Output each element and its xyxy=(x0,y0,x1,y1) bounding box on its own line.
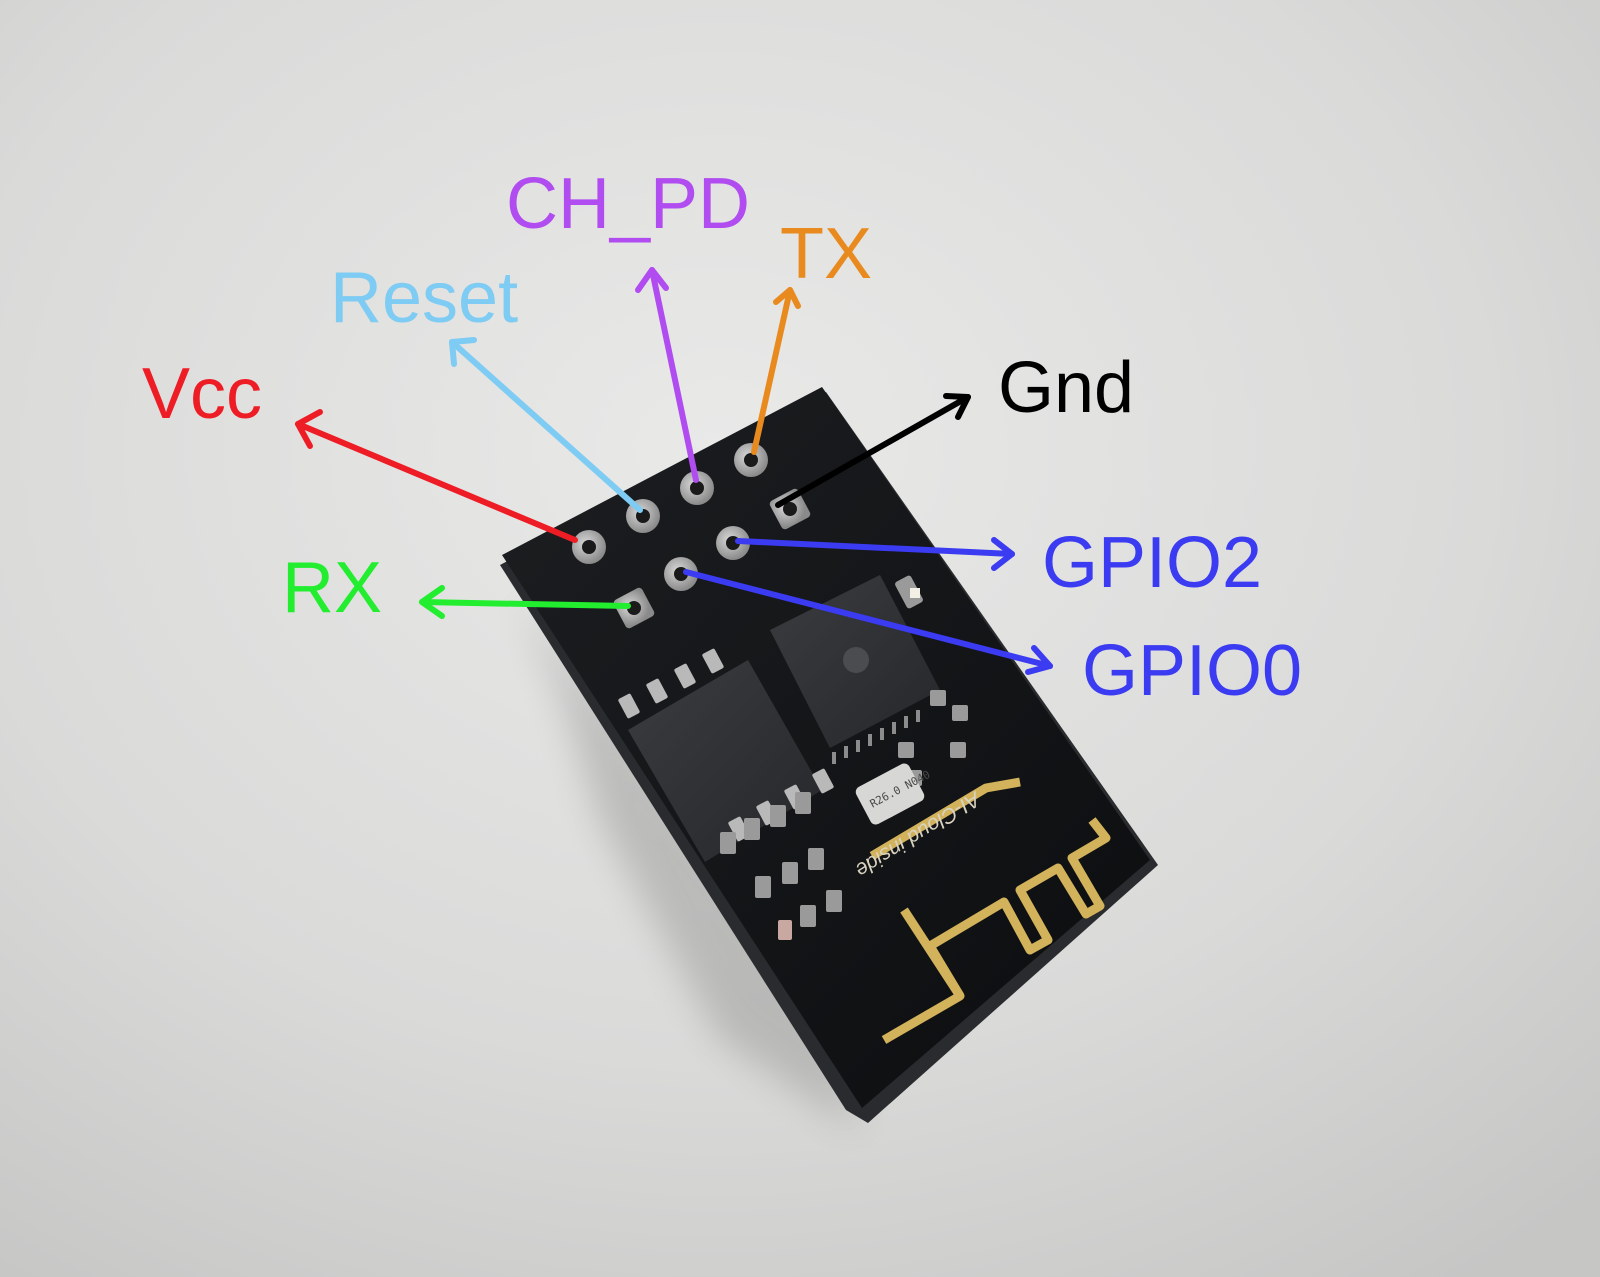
arrow-gnd xyxy=(775,393,971,508)
pin-labels: Vcc Reset CH_PD TX Gnd GPIO2 GPIO0 RX xyxy=(142,164,1302,711)
esp8266-chip xyxy=(770,575,940,764)
chip-logo-icon xyxy=(843,647,869,673)
arrow-gpio0 xyxy=(683,569,1053,675)
arrow-ch-pd xyxy=(635,267,699,483)
arrow-vcc xyxy=(295,409,578,543)
label-vcc: Vcc xyxy=(142,354,262,434)
pcb-board xyxy=(502,387,1150,1108)
arrow-rx xyxy=(419,585,631,619)
header-pins xyxy=(572,443,811,629)
label-gpio2: GPIO2 xyxy=(1042,523,1262,603)
label-reset: Reset xyxy=(330,258,518,338)
arrow-tx xyxy=(751,287,801,455)
pin-arrows xyxy=(295,267,1053,675)
smd-components xyxy=(720,575,968,940)
label-tx: TX xyxy=(780,214,872,294)
arrow-gpio2 xyxy=(735,537,1015,571)
label-rx: RX xyxy=(282,548,382,628)
arrow-reset xyxy=(449,337,643,513)
label-gpio0: GPIO0 xyxy=(1082,631,1302,711)
label-ch-pd: CH_PD xyxy=(506,164,750,244)
label-gnd: Gnd xyxy=(998,348,1134,428)
pcb-antenna xyxy=(869,777,1111,1044)
